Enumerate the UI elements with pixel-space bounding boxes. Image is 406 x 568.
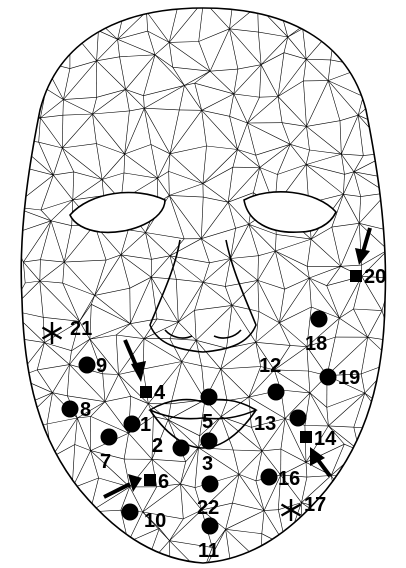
landmark-label-16: 16 [278, 468, 300, 490]
nostril-right [214, 330, 241, 338]
landmark-21: 21 [43, 318, 93, 344]
landmark-18: 18 [305, 311, 328, 356]
landmark-7: 7 [100, 429, 118, 474]
landmark-dot-22 [202, 476, 219, 493]
landmark-square-14 [300, 431, 312, 443]
arrow-to-14 [310, 447, 330, 476]
landmark-square-20 [350, 270, 362, 282]
landmark-label-17: 17 [304, 494, 326, 516]
landmark-dot-10 [122, 504, 139, 521]
landmark-dot-2 [173, 440, 190, 457]
landmark-13: 13 [254, 410, 307, 436]
landmark-6: 6 [144, 471, 169, 493]
landmark-label-22: 22 [197, 497, 219, 519]
landmark-label-11: 11 [198, 540, 219, 562]
landmark-label-10: 10 [144, 510, 166, 532]
landmark-11: 11 [198, 518, 219, 563]
landmark-dot-19 [320, 369, 337, 386]
landmark-4: 4 [140, 382, 166, 404]
landmark-label-13: 13 [254, 413, 276, 435]
landmark-dot-12 [268, 384, 285, 401]
landmark-17: 17 [282, 494, 327, 521]
landmark-dot-8 [62, 401, 79, 418]
landmark-3: 3 [201, 433, 218, 476]
landmark-label-8: 8 [80, 399, 91, 421]
right-eye [244, 192, 336, 232]
landmark-2: 2 [152, 435, 190, 457]
landmark-dot-9 [79, 357, 96, 374]
landmark-dot-7 [101, 429, 118, 446]
arrow-to-20 [355, 228, 370, 265]
landmark-label-19: 19 [338, 367, 360, 389]
nostril-left [165, 330, 192, 338]
landmark-label-7: 7 [100, 451, 111, 473]
landmark-label-20: 20 [364, 266, 386, 288]
landmark-19: 19 [320, 367, 361, 389]
landmark-dot-5 [201, 389, 218, 406]
landmark-10: 10 [122, 504, 167, 533]
landmark-label-1: 1 [140, 414, 151, 436]
landmark-22: 22 [197, 476, 219, 520]
landmark-label-4: 4 [154, 382, 166, 404]
landmark-label-12: 12 [259, 355, 281, 377]
landmark-square-4 [140, 386, 152, 398]
landmark-20: 20 [350, 266, 386, 288]
landmark-dot-13 [290, 410, 307, 427]
landmark-label-6: 6 [158, 471, 169, 493]
landmark-label-5: 5 [202, 411, 213, 433]
landmark-label-3: 3 [202, 453, 213, 475]
landmark-label-21: 21 [70, 318, 92, 340]
arrow-to-6 [104, 474, 142, 497]
landmark-16: 16 [261, 468, 301, 490]
landmark-label-18: 18 [305, 333, 327, 355]
landmark-asterisk-21 [43, 322, 62, 344]
landmark-dot-16 [261, 469, 278, 486]
landmark-dot-11 [202, 518, 219, 535]
landmark-square-6 [144, 474, 156, 486]
landmark-label-14: 14 [314, 428, 337, 450]
landmark-dot-3 [201, 433, 218, 450]
landmark-label-9: 9 [96, 355, 107, 377]
landmark-8: 8 [62, 399, 92, 421]
landmark-label-2: 2 [152, 435, 163, 457]
landmark-dot-1 [124, 416, 141, 433]
landmark-asterisk-17 [282, 499, 301, 521]
landmark-9: 9 [79, 355, 108, 377]
landmark-dot-18 [311, 311, 328, 328]
